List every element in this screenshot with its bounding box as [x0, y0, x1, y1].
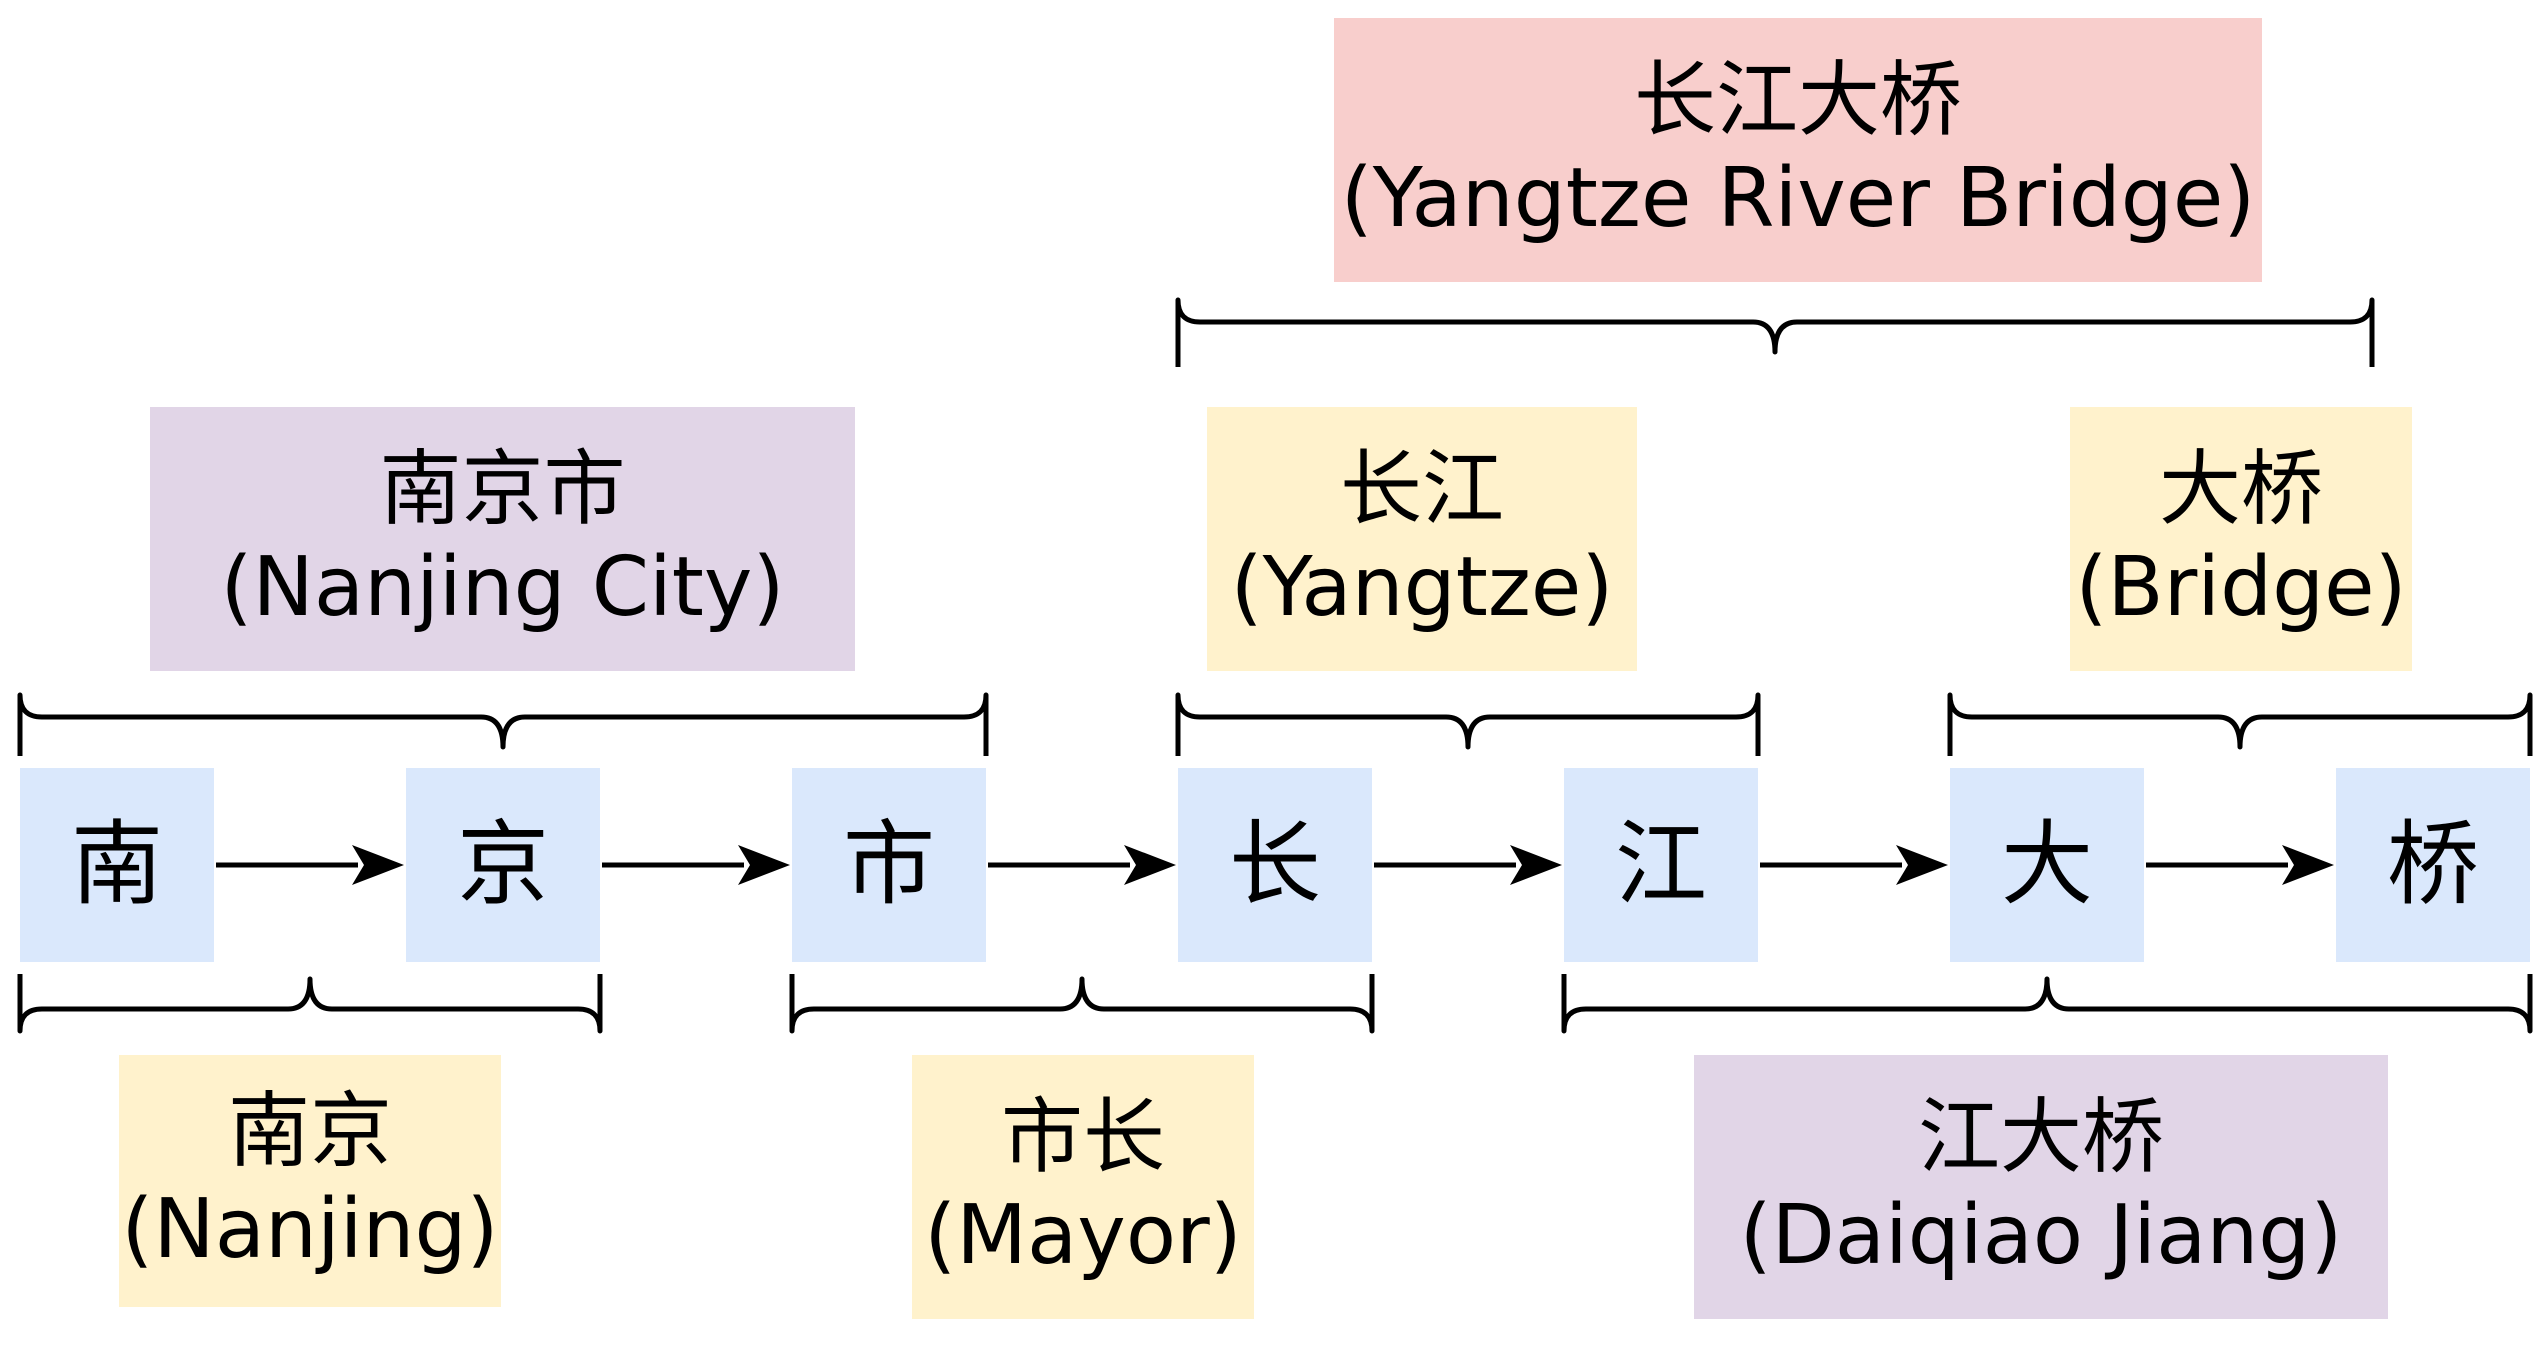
word-chinese: 长江大桥 [1633, 52, 1962, 148]
arrow-head [1896, 845, 1948, 885]
char-node-jiang: 江 [1564, 768, 1758, 962]
brace [1947, 692, 2533, 756]
brace [17, 974, 603, 1034]
word-chinese: 南京 [227, 1083, 392, 1179]
brace-group [17, 297, 2533, 1034]
arrow-head [738, 845, 790, 885]
arrow-group [216, 845, 2334, 885]
char-node-da: 大 [1950, 768, 2144, 962]
brace [1175, 297, 2375, 367]
char-label: 市 [842, 811, 935, 918]
word-translation: (Yangtze) [1230, 540, 1614, 635]
char-label: 南 [70, 811, 163, 918]
char-label: 大 [2000, 811, 2093, 918]
word-box-nanjing-city: 南京市 (Nanjing City) [150, 407, 855, 671]
word-translation: (Nanjing City) [220, 540, 785, 635]
char-node-nan: 南 [20, 768, 214, 962]
char-label: 桥 [2386, 811, 2479, 918]
word-chinese: 长江 [1339, 441, 1504, 537]
word-translation: (Mayor) [924, 1188, 1242, 1283]
arrow-head [352, 845, 404, 885]
word-box-daiqiao-jiang: 江大桥 (Daiqiao Jiang) [1694, 1055, 2388, 1319]
word-translation: (Nanjing) [121, 1182, 499, 1277]
arrow-head [1124, 845, 1176, 885]
char-label: 京 [456, 811, 549, 918]
word-box-yangtze: 长江 (Yangtze) [1207, 407, 1637, 671]
brace [1175, 692, 1761, 756]
word-translation: (Yangtze River Bridge) [1340, 151, 2256, 246]
word-box-mayor: 市长 (Mayor) [912, 1055, 1254, 1319]
char-node-chang: 长 [1178, 768, 1372, 962]
word-chinese: 市长 [1000, 1089, 1165, 1185]
word-translation: (Bridge) [2075, 540, 2407, 635]
char-label: 江 [1614, 811, 1707, 918]
char-node-shi: 市 [792, 768, 986, 962]
brace [17, 692, 989, 756]
arrow-head [1510, 845, 1562, 885]
word-chinese: 大桥 [2158, 441, 2323, 537]
word-chinese: 南京市 [379, 441, 626, 537]
word-box-bridge: 大桥 (Bridge) [2070, 407, 2412, 671]
brace [789, 974, 1375, 1034]
word-box-nanjing: 南京 (Nanjing) [119, 1055, 501, 1307]
arrow-head [2282, 845, 2334, 885]
char-node-qiao: 桥 [2336, 768, 2530, 962]
brace [1561, 974, 2533, 1034]
char-label: 长 [1228, 811, 1321, 918]
word-translation: (Daiqiao Jiang) [1739, 1188, 2343, 1283]
word-box-yangtze-river-bridge: 长江大桥 (Yangtze River Bridge) [1334, 18, 2262, 282]
word-chinese: 江大桥 [1917, 1089, 2164, 1185]
char-node-jing: 京 [406, 768, 600, 962]
